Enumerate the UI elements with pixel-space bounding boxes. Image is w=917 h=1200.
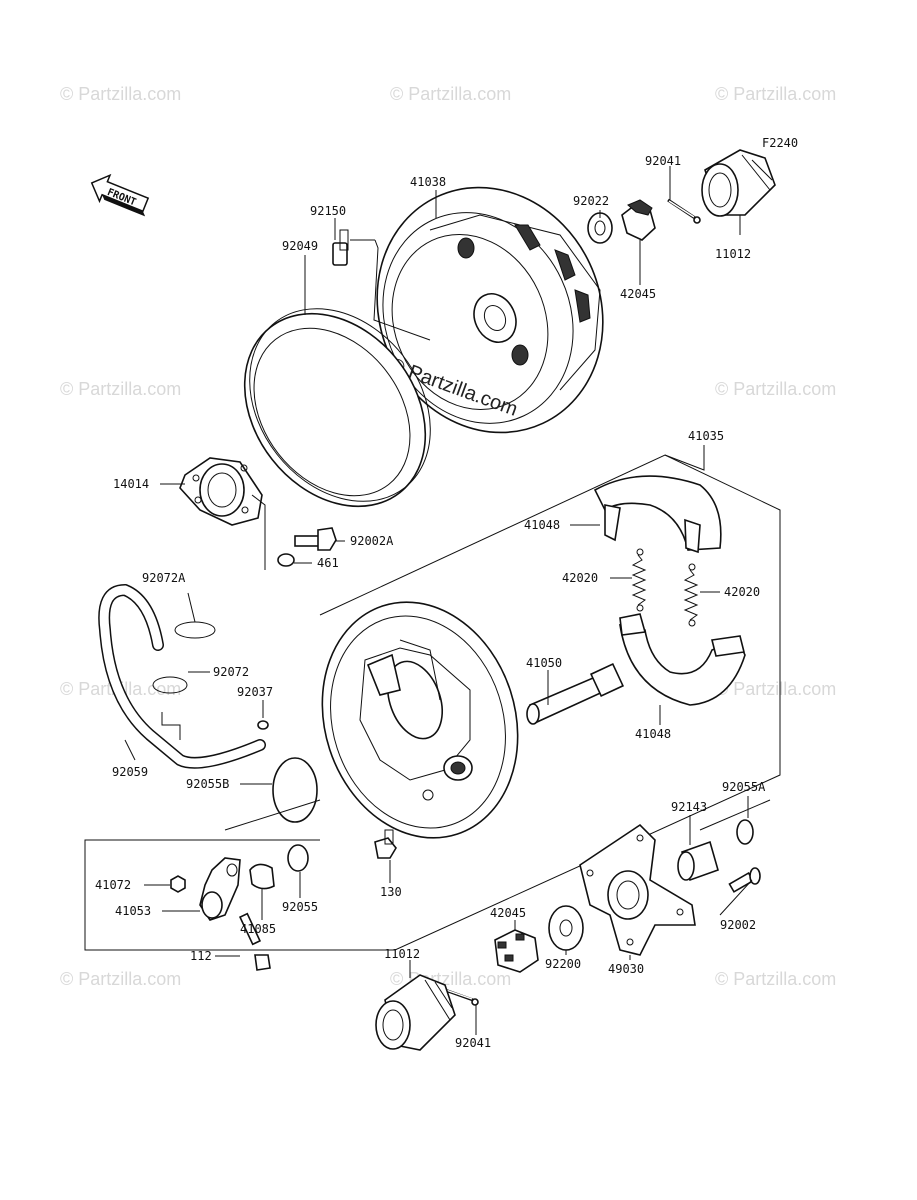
brake-drum [376, 186, 604, 434]
label-41035: 41035 [688, 429, 724, 443]
part-labels: 41038 92150 92049 92022 92041 11012 4204… [95, 154, 766, 1050]
label-42045-bottom: 42045 [490, 906, 526, 920]
label-92055B: 92055B [186, 777, 229, 791]
wheel-hub [579, 823, 696, 956]
label-41085: 41085 [240, 922, 276, 936]
label-92002: 92002 [720, 918, 756, 932]
label-461: 461 [317, 556, 339, 570]
watermark: © Partzilla.com [715, 679, 836, 699]
label-41048-bottom: 41048 [635, 727, 671, 741]
label-11012-top: 11012 [715, 247, 751, 261]
label-14014: 14014 [113, 477, 149, 491]
collar-92143 [677, 840, 719, 882]
brake-shoe-bottom [619, 613, 746, 706]
label-92055A: 92055A [722, 780, 766, 794]
bolt-92150 [332, 229, 431, 341]
o-ring-92055B [272, 757, 318, 823]
front-arrow-icon: FRONT [90, 173, 150, 217]
castle-nut-top [621, 199, 656, 241]
hub-cap-top [701, 149, 776, 217]
label-92072A: 92072A [142, 571, 186, 585]
nut-41072 [170, 875, 186, 893]
label-41048-top: 41048 [524, 518, 560, 532]
watermark: © Partzilla.com [390, 84, 511, 104]
brake-cam-lever [199, 857, 241, 921]
clamp-92072 [152, 676, 188, 694]
cam-shaft [526, 662, 625, 725]
watermark: © Partzilla.com [715, 379, 836, 399]
diagram-code: F2240 [762, 136, 798, 150]
brake-shoe-top [593, 475, 722, 554]
label-42020-right: 42020 [724, 585, 760, 599]
label-92072: 92072 [213, 665, 249, 679]
wear-indicator [249, 863, 275, 890]
label-11012-bottom: 11012 [384, 947, 420, 961]
label-41050: 41050 [526, 656, 562, 670]
label-130: 130 [380, 885, 402, 899]
bearing-housing-14014 [179, 457, 263, 526]
label-92049: 92049 [282, 239, 318, 253]
label-92150: 92150 [310, 204, 346, 218]
label-42045-top: 42045 [620, 287, 656, 301]
watermark: © Partzilla.com [60, 969, 181, 989]
label-41053: 41053 [115, 904, 151, 918]
label-92037: 92037 [237, 685, 273, 699]
brake-panel [321, 601, 519, 839]
label-92022: 92022 [573, 194, 609, 208]
clip-92037 [257, 720, 269, 730]
castle-nut-bottom [494, 929, 539, 973]
label-92041-top: 92041 [645, 154, 681, 168]
leader-lines [124, 166, 753, 1035]
label-92002A: 92002A [350, 534, 394, 548]
clamp-92072A [174, 621, 216, 639]
watermark: © Partzilla.com [715, 84, 836, 104]
o-ring-92055A [736, 819, 754, 845]
drum-seal-ring [243, 308, 431, 508]
label-92055: 92055 [282, 900, 318, 914]
hub-cap-bottom [375, 974, 456, 1051]
label-41072: 41072 [95, 878, 131, 892]
bolt-130 [374, 829, 397, 859]
label-41038: 41038 [410, 175, 446, 189]
label-42020-left: 42020 [562, 571, 598, 585]
stud-92002 [728, 867, 761, 893]
label-49030: 49030 [608, 962, 644, 976]
label-92059: 92059 [112, 765, 148, 779]
breather-hose [98, 583, 266, 769]
bolt-112 [238, 912, 271, 971]
label-92041-bottom: 92041 [455, 1036, 491, 1050]
cotter-pin-top [667, 198, 701, 224]
label-92143: 92143 [671, 800, 707, 814]
washer-92200 [548, 905, 584, 951]
washer-461 [277, 553, 295, 567]
spring-right [683, 563, 699, 627]
spring-left [631, 548, 647, 612]
label-112: 112 [190, 949, 212, 963]
watermark: © Partzilla.com [60, 84, 181, 104]
cotter-pin-bottom [444, 988, 479, 1006]
o-ring-92055 [287, 844, 309, 872]
bolt-92002A [294, 527, 337, 551]
label-92200: 92200 [545, 957, 581, 971]
watermark: © Partzilla.com [60, 379, 181, 399]
watermark: © Partzilla.com [715, 969, 836, 989]
